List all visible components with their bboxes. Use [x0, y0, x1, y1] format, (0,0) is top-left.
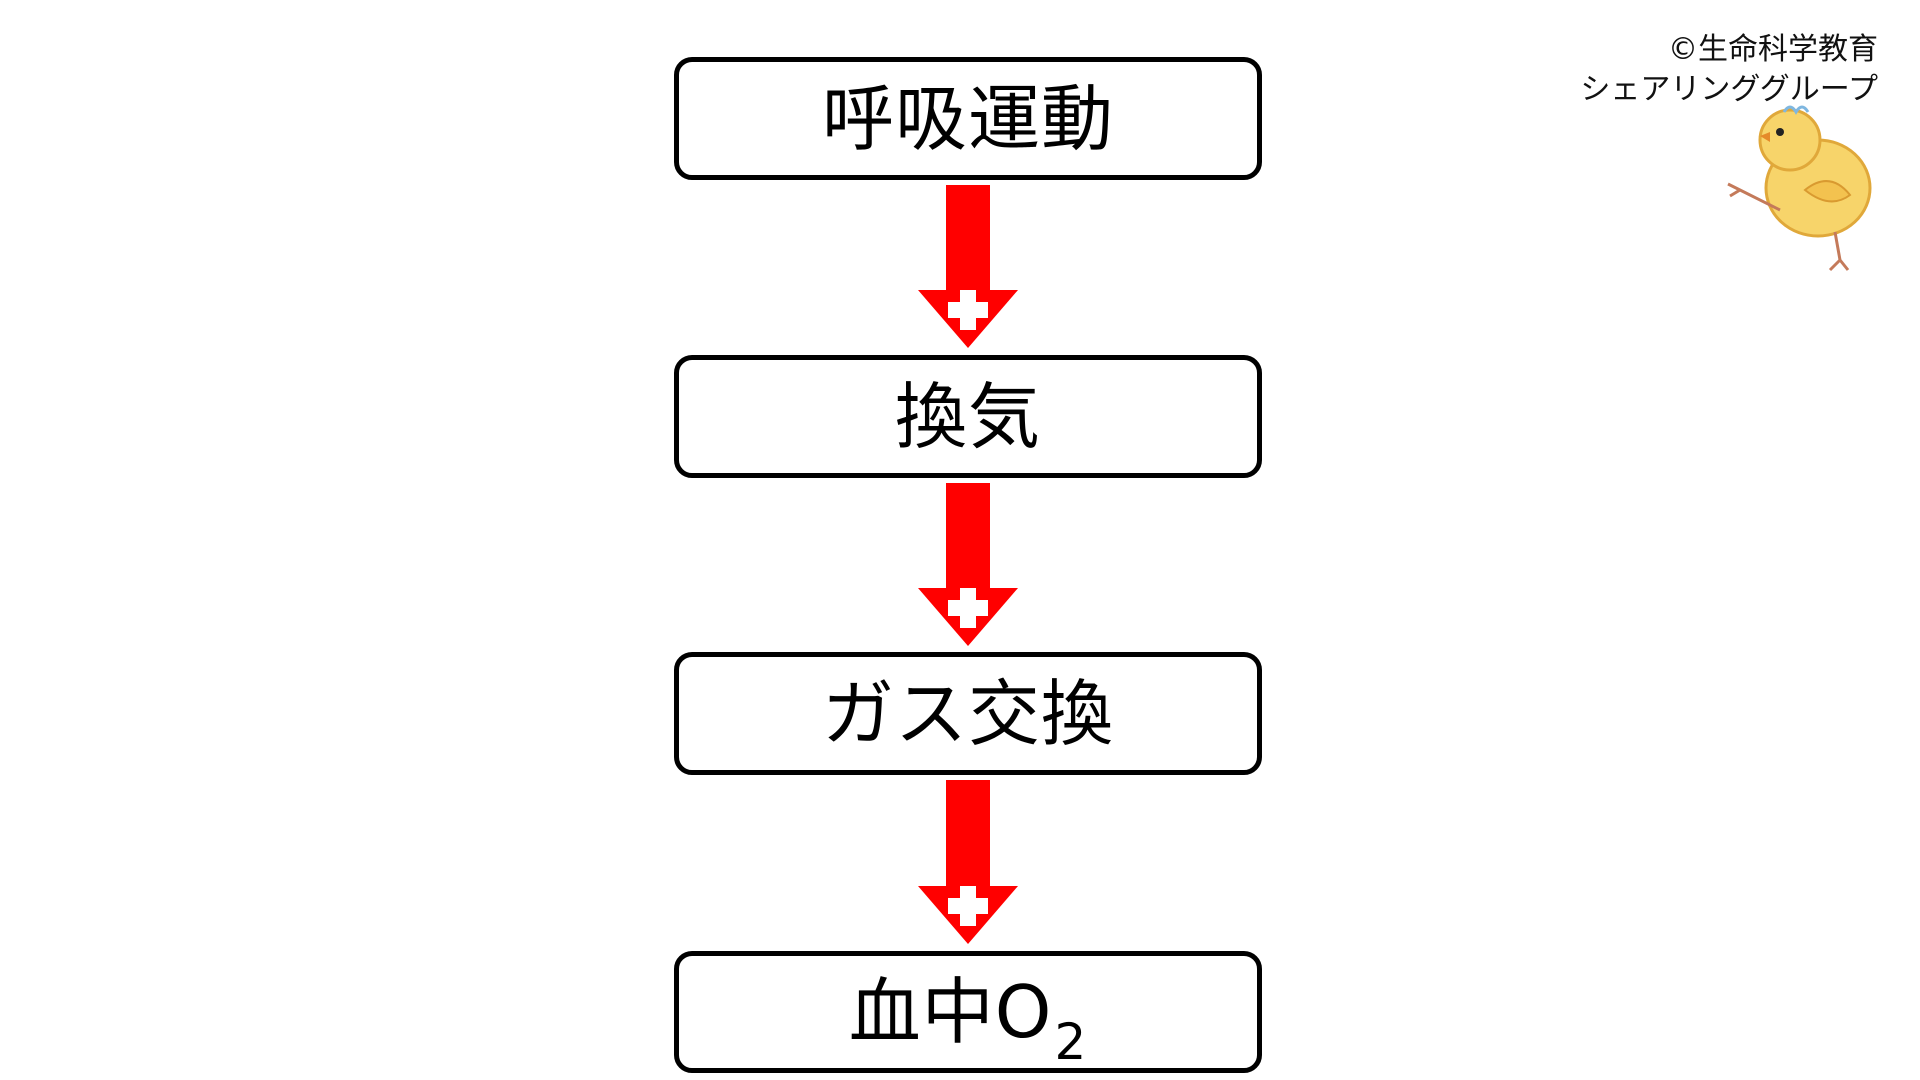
plus-sign-3	[948, 886, 988, 926]
node-ventilation: 換気	[674, 355, 1262, 478]
plus-sign-1	[948, 290, 988, 330]
arrow-3	[918, 780, 1018, 944]
node-label: ガス交換	[821, 671, 1114, 756]
chick-icon	[1727, 105, 1872, 272]
node-label: 血中O	[848, 970, 1053, 1054]
node-respiratory-movement: 呼吸運動	[674, 57, 1262, 180]
arrow-1	[918, 185, 1018, 348]
copyright-credit: ©生命科学教育 シェアリンググループ	[1580, 30, 1878, 110]
arrow-2	[918, 483, 1018, 646]
plus-sign-2	[948, 588, 988, 628]
node-label: 換気	[894, 374, 1041, 459]
node-label: 呼吸運動	[821, 76, 1114, 161]
node-label-subscript: 2	[1054, 1013, 1088, 1071]
credit-line-2: シェアリンググループ	[1580, 72, 1878, 107]
credit-line-1: ©生命科学教育	[1668, 32, 1878, 67]
node-gas-exchange: ガス交換	[674, 652, 1262, 775]
